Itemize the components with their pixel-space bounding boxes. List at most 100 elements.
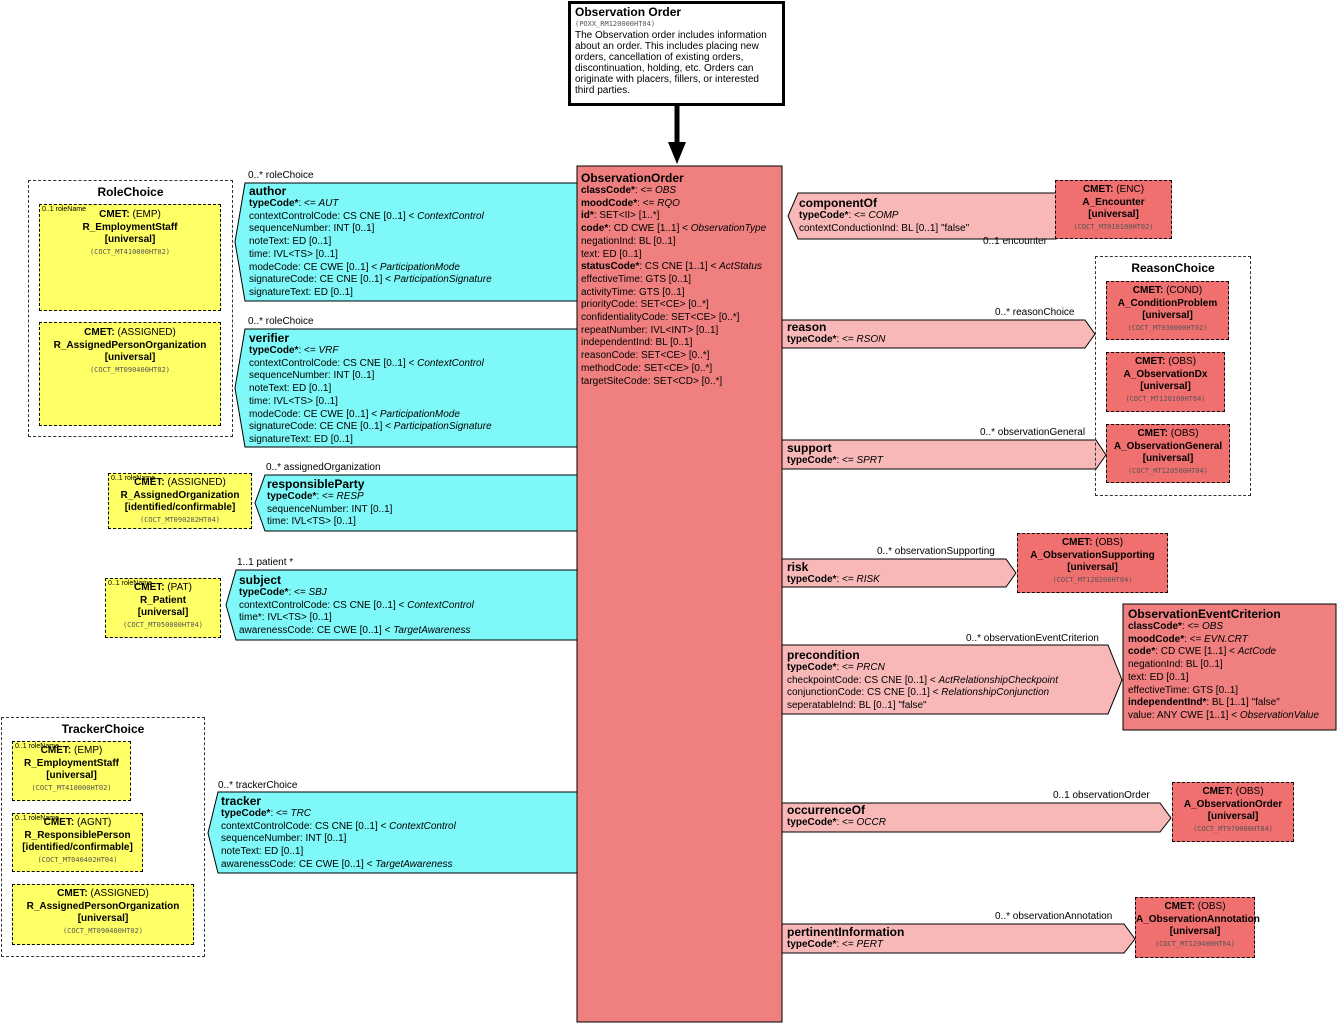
class-title: risk (787, 560, 809, 574)
cmet-code: (COCT_MT050000HT04) (122, 620, 204, 629)
attribute-line: typeCode*: <= OCCR (787, 817, 886, 828)
association-label: 0..* observationGeneral (980, 427, 1086, 438)
attribute-line: typeCode*: <= AUT (249, 198, 339, 209)
note-title: Observation Order (575, 5, 682, 19)
attribute-line: modeCode: CE CWE [0..1] < ParticipationM… (249, 261, 460, 273)
attribute-line: effectiveTime: GTS [0..1] (581, 273, 692, 285)
attribute-line: confidentialityCode: SET<CE> [0..*] (581, 312, 740, 324)
attribute-line: reasonCode: SET<CE> [0..*] (581, 350, 710, 362)
attribute-line: signatureCode: CE CNE [0..1] < Participa… (249, 274, 492, 286)
attribute-line: value: ANY CWE [1..1] < ObservationValue (1128, 709, 1319, 721)
cmet-name: A_Encounter (1082, 196, 1145, 208)
attribute-line: time*: IVL<TS> [0..1] (239, 612, 332, 624)
tracker-choice-group: TrackerChoice (1, 717, 205, 957)
relationship-support (781, 439, 1107, 470)
attribute-line: contextConductionInd: BL [0..1] "false" (799, 222, 970, 234)
cmet-name: A_ObservationGeneral (1113, 440, 1223, 452)
attribute-line: typeCode*: <= PERT (787, 939, 883, 950)
cmet-code: (COCT_MT120100HT04) (1125, 394, 1206, 403)
attribute-line: time: IVL<TS> [0..1] (249, 395, 338, 407)
association-label: 0..1 observationOrder (1053, 790, 1150, 801)
cmet-a-observationannotation: CMET: (OBS)A_ObservationAnnotation[unive… (1135, 897, 1260, 958)
class-title: occurrenceOf (787, 803, 866, 817)
relationship-risk (781, 558, 1017, 588)
class-title: precondition (787, 648, 860, 662)
attribute-line: noteText: ED [0..1] (249, 236, 332, 248)
relationship-pertinentInformation (781, 923, 1136, 954)
cmet-name: R_AssignedOrganization (120, 489, 240, 501)
cmet-scope: [universal] (137, 607, 189, 618)
diagram-note: Observation Order (POXX_RM120000HT04) Th… (568, 1, 785, 106)
cmet-scope: [universal] (1088, 209, 1139, 220)
participation-author (234, 182, 578, 302)
attribute-line: contextControlCode: CS CNE [0..1] < Cont… (221, 820, 456, 832)
attribute-line: id*: SET<II> [1..*] (581, 210, 660, 222)
cmet-code: (COCT_MT010100HT02) (1073, 222, 1154, 231)
class-title: responsibleParty (267, 477, 365, 491)
cmet-a-observationgeneral: CMET: (OBS)A_ObservationGeneral[universa… (1106, 424, 1230, 483)
attribute-line: typeCode*: <= VRF (249, 345, 339, 356)
cmet-code: (COCT_MT930000HT02) (1127, 323, 1208, 332)
association-label: 0..* observationEventCriterion (966, 633, 1099, 644)
attribute-line: conjunctionCode: CS CNE [0..1] < Relatio… (787, 687, 1050, 699)
participation-tracker (207, 791, 578, 874)
cmet-kind: CMET: (ASSIGNED) (57, 888, 149, 899)
rolename-label: 0..1 roleName (42, 206, 86, 213)
observation-order-class (576, 165, 783, 1023)
attribute-line: signatureText: ED [0..1] (249, 433, 353, 445)
participation-responsibleParty (254, 474, 578, 532)
attribute-line: repeatNumber: IVL<INT> [0..1] (581, 324, 719, 336)
cmet-name: R_Patient (139, 594, 187, 606)
attribute-line: statusCode*: CS CNE [1..1] < ActStatus (581, 261, 762, 273)
cmet-a-observationsupporting: CMET: (OBS)A_ObservationSupporting[unive… (1017, 533, 1168, 593)
cmet-scope: [universal] (46, 770, 97, 781)
rolename-label: 0..1 roleName (111, 475, 155, 482)
attribute-line: typeCode*: <= RESP (267, 491, 364, 502)
cmet-scope: [identified/confirmable] (22, 842, 133, 853)
class-title: componentOf (799, 196, 877, 210)
participation-subject (225, 569, 578, 641)
cmet-scope: [universal] (104, 352, 156, 363)
cmet-kind: CMET: (COND) (1132, 285, 1203, 296)
cmet-kind: CMET: (OBS) (1202, 786, 1264, 797)
note-arrowhead (668, 142, 686, 164)
cmet-code: (COCT_MT120500HT04) (1127, 466, 1209, 475)
attribute-line: sequenceNumber: INT [0..1] (249, 223, 375, 235)
attribute-line: awarenessCode: CE CWE [0..1] < TargetAwa… (221, 858, 453, 870)
cmet-kind: CMET: (EMP) (99, 209, 161, 220)
attribute-line: effectiveTime: GTS [0..1] (1128, 684, 1239, 696)
attribute-line: code*: CD CWE [1..1] < ActCode (1128, 646, 1277, 658)
attribute-line: priorityCode: SET<CE> [0..*] (581, 299, 709, 311)
cmet-code: (COCT_MT090400HT02) (89, 365, 171, 374)
attribute-line: activityTime: GTS [0..1] (581, 286, 685, 298)
attribute-line: text: ED [0..1] (1128, 671, 1189, 683)
class-title: pertinentInformation (787, 925, 905, 939)
cmet-code: (COCT_MT410000HT02) (31, 783, 112, 792)
attribute-line: noteText: ED [0..1] (249, 383, 332, 395)
cmet-kind: CMET: (OBS) (1164, 901, 1226, 912)
reason-choice-group: ReasonChoice (1095, 256, 1251, 496)
attribute-line: typeCode*: <= TRC (221, 808, 312, 819)
cmet-scope: [universal] (1207, 811, 1259, 822)
rolename-label: 0..1 roleName (15, 815, 59, 822)
attribute-line: moodCode*: <= EVN.CRT (1128, 633, 1248, 645)
association-label: 0..* observationSupporting (877, 546, 995, 557)
attribute-line: moodCode*: <= RQO (581, 197, 680, 209)
cmet-name: R_AssignedPersonOrganization (26, 900, 180, 912)
class-title: ObservationOrder (581, 171, 684, 185)
cmet-code: (COCT_MT970000HT04) (1192, 824, 1274, 833)
cmet-kind: CMET: (PAT) (134, 582, 192, 593)
attribute-line: negationInd: BL [0..1] (581, 235, 676, 247)
attribute-line: signatureCode: CE CNE [0..1] < Participa… (249, 421, 492, 433)
cmet-name: A_ObservationAnnotation (1136, 913, 1260, 925)
cmet-name: R_AssignedPersonOrganization (53, 339, 207, 351)
